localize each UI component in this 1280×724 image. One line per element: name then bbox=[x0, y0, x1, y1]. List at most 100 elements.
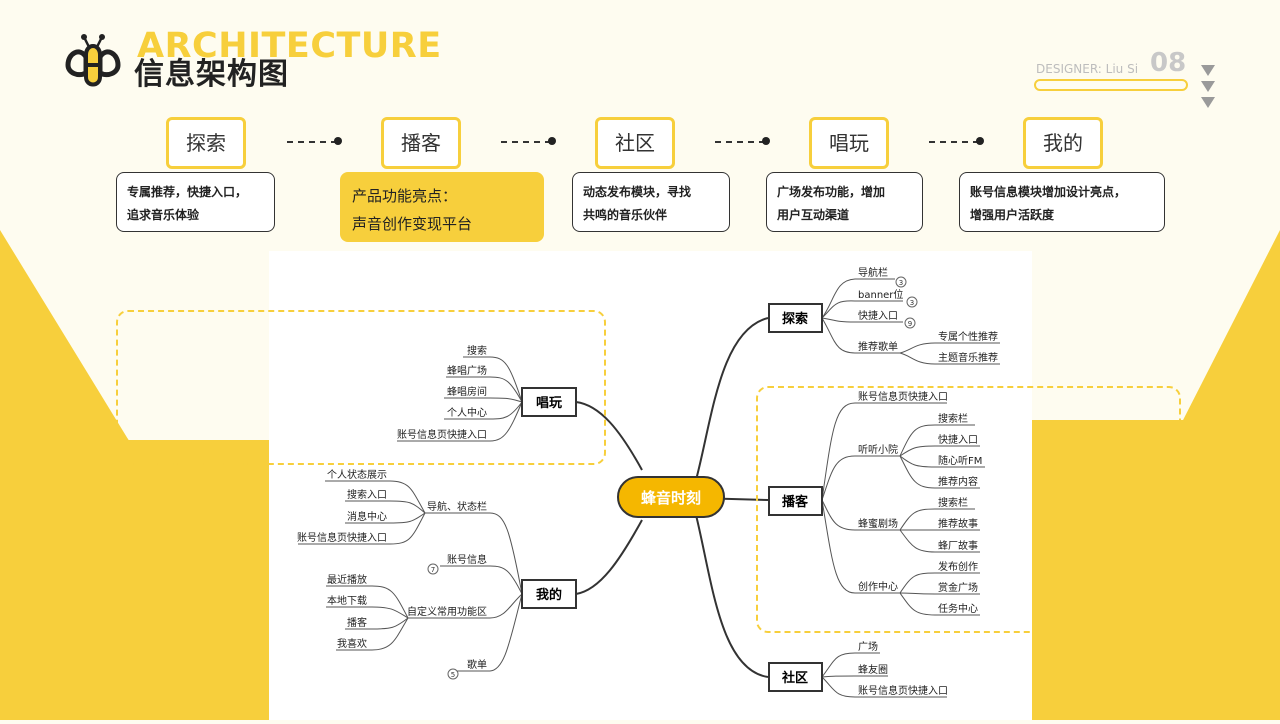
branch-line bbox=[397, 401, 523, 442]
leaf-label: 蜂唱广场 bbox=[447, 364, 487, 377]
branch-line bbox=[345, 617, 409, 630]
leaf-label: 本地下载 bbox=[327, 594, 367, 607]
branch-line bbox=[821, 278, 895, 319]
page-number: 08 bbox=[1150, 48, 1187, 78]
branch-line bbox=[575, 519, 643, 595]
branch-line bbox=[899, 455, 985, 468]
center-node bbox=[617, 476, 725, 518]
branch-line bbox=[336, 617, 409, 651]
leaf-label: 创作中心 bbox=[858, 580, 898, 593]
background-fill-right bbox=[1030, 420, 1280, 720]
branch-line bbox=[463, 356, 523, 403]
center-node-label: 蜂音时刻 bbox=[641, 489, 701, 507]
leaf-label: 广场 bbox=[858, 640, 878, 653]
branch-line bbox=[821, 675, 888, 678]
leaf-label: 任务中心 bbox=[938, 602, 978, 615]
leaf-label: 账号信息 bbox=[447, 553, 487, 566]
description-line: 追求音乐体验 bbox=[127, 208, 200, 222]
connector-dot bbox=[762, 137, 770, 145]
leaf-label: 快捷入口 bbox=[938, 433, 978, 446]
page-title: 信息架构图 bbox=[134, 57, 289, 92]
leaf-label: 推荐故事 bbox=[938, 517, 978, 530]
leaf-label: 发布创作 bbox=[938, 560, 978, 573]
tab-sing[interactable]: 唱玩 bbox=[809, 117, 889, 169]
node-sing-label: 唱玩 bbox=[536, 396, 562, 411]
leaf-label: 搜索入口 bbox=[347, 488, 387, 501]
leaf-label: 个人中心 bbox=[447, 406, 487, 419]
branch-line bbox=[899, 592, 980, 595]
branch-line bbox=[444, 401, 523, 420]
branch-line bbox=[326, 585, 409, 619]
description-line: 动态发布模块，寻找 bbox=[583, 185, 692, 199]
description-line: 产品功能亮点： bbox=[352, 187, 458, 205]
description-community: 动态发布模块，寻找 共鸣的音乐伙伴 bbox=[572, 172, 730, 232]
branch-line bbox=[821, 455, 900, 501]
tab-community[interactable]: 社区 bbox=[595, 117, 675, 169]
connector-dot bbox=[548, 137, 556, 145]
leaf-label: 账号信息页快捷入口 bbox=[397, 428, 487, 441]
leaf-label: 快捷入口 bbox=[858, 309, 898, 322]
leaf-label: 蜂蜜剧场 bbox=[858, 517, 898, 530]
leaf-label: 导航、状态栏 bbox=[427, 500, 487, 513]
connector-dashed-line bbox=[715, 141, 765, 143]
leaf-label: 搜索栏 bbox=[938, 412, 968, 425]
node-mine-label: 我的 bbox=[536, 587, 562, 603]
description-podcast-highlight: 产品功能亮点： 声音创作变现平台 bbox=[340, 172, 544, 242]
description-line: 账号信息模块增加设计亮点， bbox=[970, 185, 1127, 199]
branch-line bbox=[408, 593, 523, 619]
count-badge bbox=[427, 563, 439, 575]
description-line: 共鸣的音乐伙伴 bbox=[583, 208, 668, 222]
leaf-label: 歌单 bbox=[467, 658, 487, 671]
node-mine bbox=[521, 579, 577, 609]
tab-explore[interactable]: 探索 bbox=[166, 117, 246, 169]
leaf-label: 蜂友圈 bbox=[858, 663, 888, 676]
tab-podcast[interactable]: 播客 bbox=[381, 117, 461, 169]
highlight-box-sing bbox=[116, 310, 606, 465]
designer-underline-pill bbox=[1034, 79, 1188, 91]
branch-line bbox=[821, 652, 880, 678]
tab-mine[interactable]: 我的 bbox=[1023, 117, 1103, 169]
branch-line bbox=[821, 499, 900, 531]
bee-logo-icon bbox=[64, 33, 124, 97]
leaf-label: 专属个性推荐 bbox=[938, 330, 998, 343]
description-sing: 广场发布功能，增加 用户互动渠道 bbox=[766, 172, 923, 232]
branch-line bbox=[575, 401, 643, 471]
leaf-label: banner位 bbox=[858, 288, 903, 301]
branch-line bbox=[345, 500, 426, 514]
count-badge-label: 3 bbox=[910, 299, 914, 307]
branch-line bbox=[899, 592, 980, 616]
node-sing bbox=[521, 387, 577, 417]
leaf-label: 我喜欢 bbox=[337, 637, 367, 650]
branch-line bbox=[899, 572, 980, 594]
node-community bbox=[768, 662, 823, 692]
description-line: 用户互动渠道 bbox=[777, 208, 850, 222]
count-badge bbox=[447, 668, 459, 680]
description-line: 声音创作变现平台 bbox=[352, 215, 473, 233]
branch-line bbox=[695, 317, 769, 481]
count-badge-label: 3 bbox=[899, 279, 903, 287]
count-badge bbox=[895, 276, 907, 288]
node-explore-label: 探索 bbox=[782, 311, 808, 327]
leaf-label: 听听小院 bbox=[858, 443, 898, 456]
connector-dashed-line bbox=[287, 141, 337, 143]
architecture-label: ARCHITECTURE bbox=[137, 26, 442, 66]
connector-dashed-line bbox=[929, 141, 979, 143]
leaf-label: 推荐内容 bbox=[938, 475, 978, 488]
leaf-label: 个人状态展示 bbox=[327, 468, 387, 481]
branch-line bbox=[899, 342, 1000, 354]
count-badge bbox=[906, 296, 918, 308]
branch-line bbox=[821, 300, 903, 319]
branch-line bbox=[899, 352, 1000, 365]
branch-line bbox=[345, 512, 426, 524]
branch-line bbox=[440, 565, 523, 595]
node-podcast bbox=[768, 486, 823, 516]
leaf-label: 最近播放 bbox=[327, 573, 367, 586]
branch-line bbox=[821, 317, 903, 323]
description-line: 增强用户活跃度 bbox=[970, 208, 1055, 222]
branch-line bbox=[899, 445, 980, 457]
branch-line bbox=[326, 606, 409, 619]
branch-line bbox=[821, 402, 947, 501]
description-mine: 账号信息模块增加设计亮点， 增强用户活跃度 bbox=[959, 172, 1165, 232]
leaf-label: 随心听FM bbox=[938, 454, 982, 467]
node-explore bbox=[768, 303, 823, 333]
